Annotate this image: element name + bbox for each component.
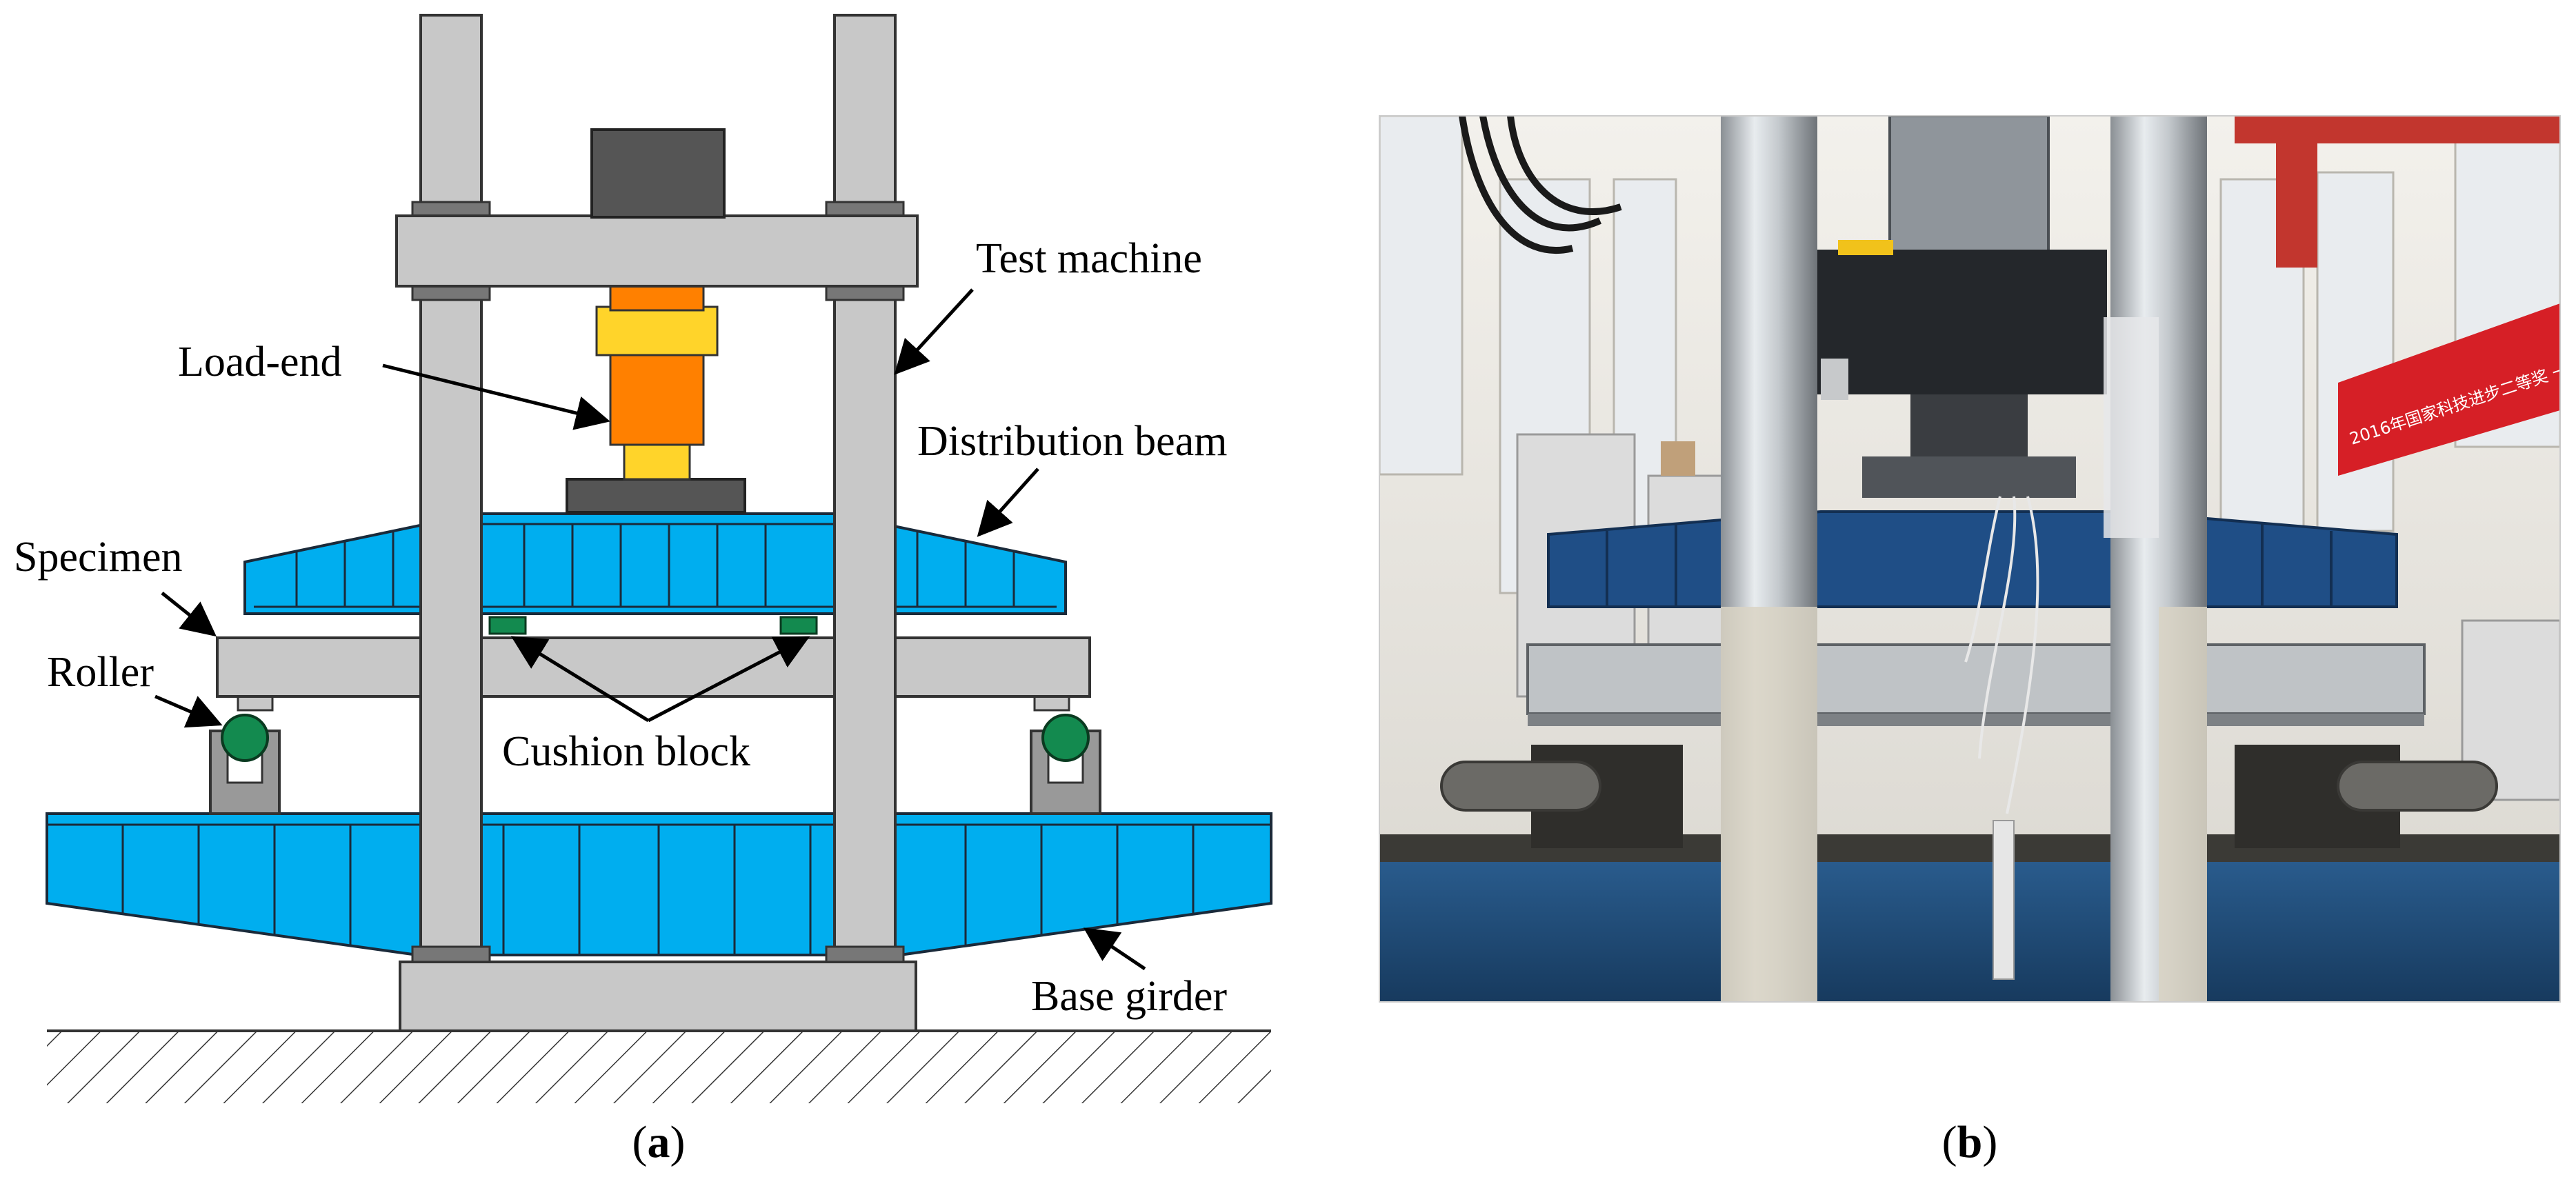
arrow-load-end [382, 363, 610, 430]
label-cushion-block: Cushion block [502, 728, 750, 775]
right-support [1030, 694, 1101, 815]
distribution-beam [243, 512, 1067, 615]
loading-plate [566, 478, 746, 514]
base-girder [46, 812, 1272, 956]
arrow-cushion-left [510, 636, 650, 723]
left-column [419, 14, 483, 961]
cushion-block-right [779, 616, 818, 635]
right-column [833, 14, 897, 961]
cushion-block-left [488, 616, 527, 635]
label-test-machine: Test machine [976, 235, 1202, 282]
collar [825, 945, 905, 963]
hydraulic-cylinder [590, 128, 726, 219]
photo-frame [1379, 115, 2561, 1003]
ground-hatch [47, 1031, 1271, 1103]
specimen-beam [216, 636, 1091, 698]
machine-base [399, 961, 917, 1032]
collar [411, 945, 491, 963]
arrow-specimen [161, 592, 217, 637]
caption-a: (a) [632, 1117, 686, 1167]
photo-actuator [1817, 116, 2107, 498]
caption-b: (b) [1942, 1117, 1998, 1167]
crosshead [395, 214, 919, 288]
photo-distribution-beam [1547, 510, 2398, 608]
label-load-end: Load-end [178, 339, 342, 385]
label-roller: Roller [47, 649, 154, 696]
arrow-cushion-right [647, 636, 810, 723]
label-base-girder: Base girder [1031, 973, 1227, 1020]
photo-specimen [1526, 643, 2426, 715]
left-roller [221, 714, 269, 762]
arrow-distribution-beam [977, 468, 1039, 537]
label-distribution-beam: Distribution beam [917, 418, 1227, 465]
label-specimen: Specimen [14, 534, 183, 581]
arrow-test-machine [894, 288, 974, 375]
photo-base-girder [1379, 855, 2560, 1002]
schematic-panel-a: Test machine Load-end Distribution beam … [14, 14, 1272, 1167]
load-end-actuator [595, 281, 719, 481]
right-roller [1041, 714, 1090, 762]
left-support [209, 694, 281, 815]
arrow-roller [154, 694, 223, 728]
arrow-base-girder [1083, 927, 1146, 971]
photo-panel-b: 2016年国家科技进步二等奖 一重大工程 [1379, 115, 2561, 1167]
